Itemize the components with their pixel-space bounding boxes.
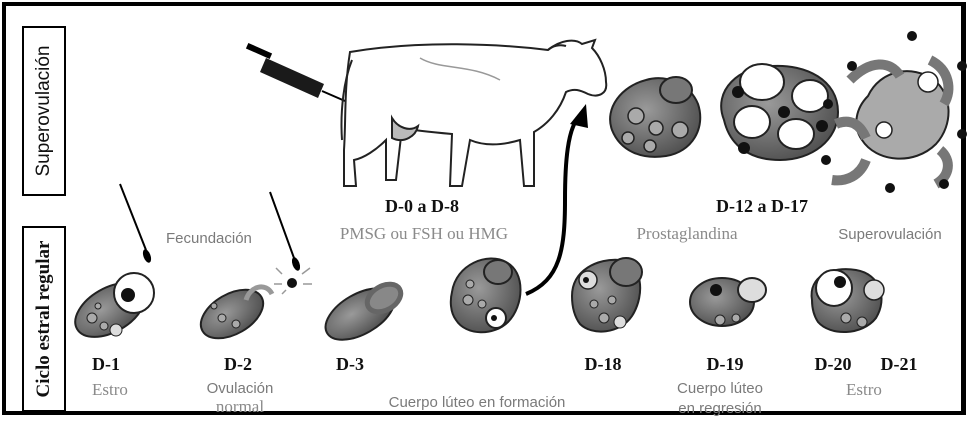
ovary-corpus-luteum-forming <box>451 259 521 333</box>
day-label-d3: D-3 <box>330 354 370 375</box>
fertilization-pointer-d1 <box>120 184 153 264</box>
period-label-d12-d17: D-12 a D-17 <box>712 196 812 217</box>
multiple-follicles-ovary <box>721 64 838 160</box>
normal-ovulation-label-line1: Ovulación <box>190 380 290 397</box>
regressing-corpus-luteum-label-line1: Cuerpo lúteo <box>660 380 780 397</box>
superovulation-result-label: Superovulación <box>820 226 960 243</box>
day-label-d21: D-21 <box>874 354 924 375</box>
ovary-d20 <box>812 269 884 332</box>
estrus-label-right: Estro <box>834 380 894 400</box>
forming-corpus-luteum-label: Cuerpo lúteo en formación <box>362 394 592 411</box>
ovary-d18 <box>572 258 642 332</box>
superovulated-ovary <box>821 31 967 193</box>
syringe-icon <box>246 43 345 101</box>
regressing-corpus-luteum-label-line2: en regresión <box>660 400 780 417</box>
prostaglandin-label: Prostaglandina <box>612 224 762 244</box>
day-label-d1: D-1 <box>86 354 126 375</box>
ovary-d3 <box>317 278 405 351</box>
fertilization-label: Fecundación <box>166 230 252 247</box>
ovary-d19 <box>690 278 766 326</box>
ovary-d1 <box>66 272 154 348</box>
period-label-d0-d8: D-0 a D-8 <box>382 196 462 217</box>
ovary-d2 <box>193 280 272 349</box>
day-label-d18: D-18 <box>578 354 628 375</box>
day-label-d2: D-2 <box>218 354 258 375</box>
day-label-d20: D-20 <box>808 354 858 375</box>
normal-ovulation-label-line2: normal <box>190 397 290 417</box>
hormone-label: PMSG ou FSH ou HMG <box>304 224 544 244</box>
estrus-label-left: Estro <box>80 380 140 400</box>
stimulated-ovary <box>610 77 700 157</box>
day-label-d19: D-19 <box>700 354 750 375</box>
progression-arrow <box>526 104 588 294</box>
